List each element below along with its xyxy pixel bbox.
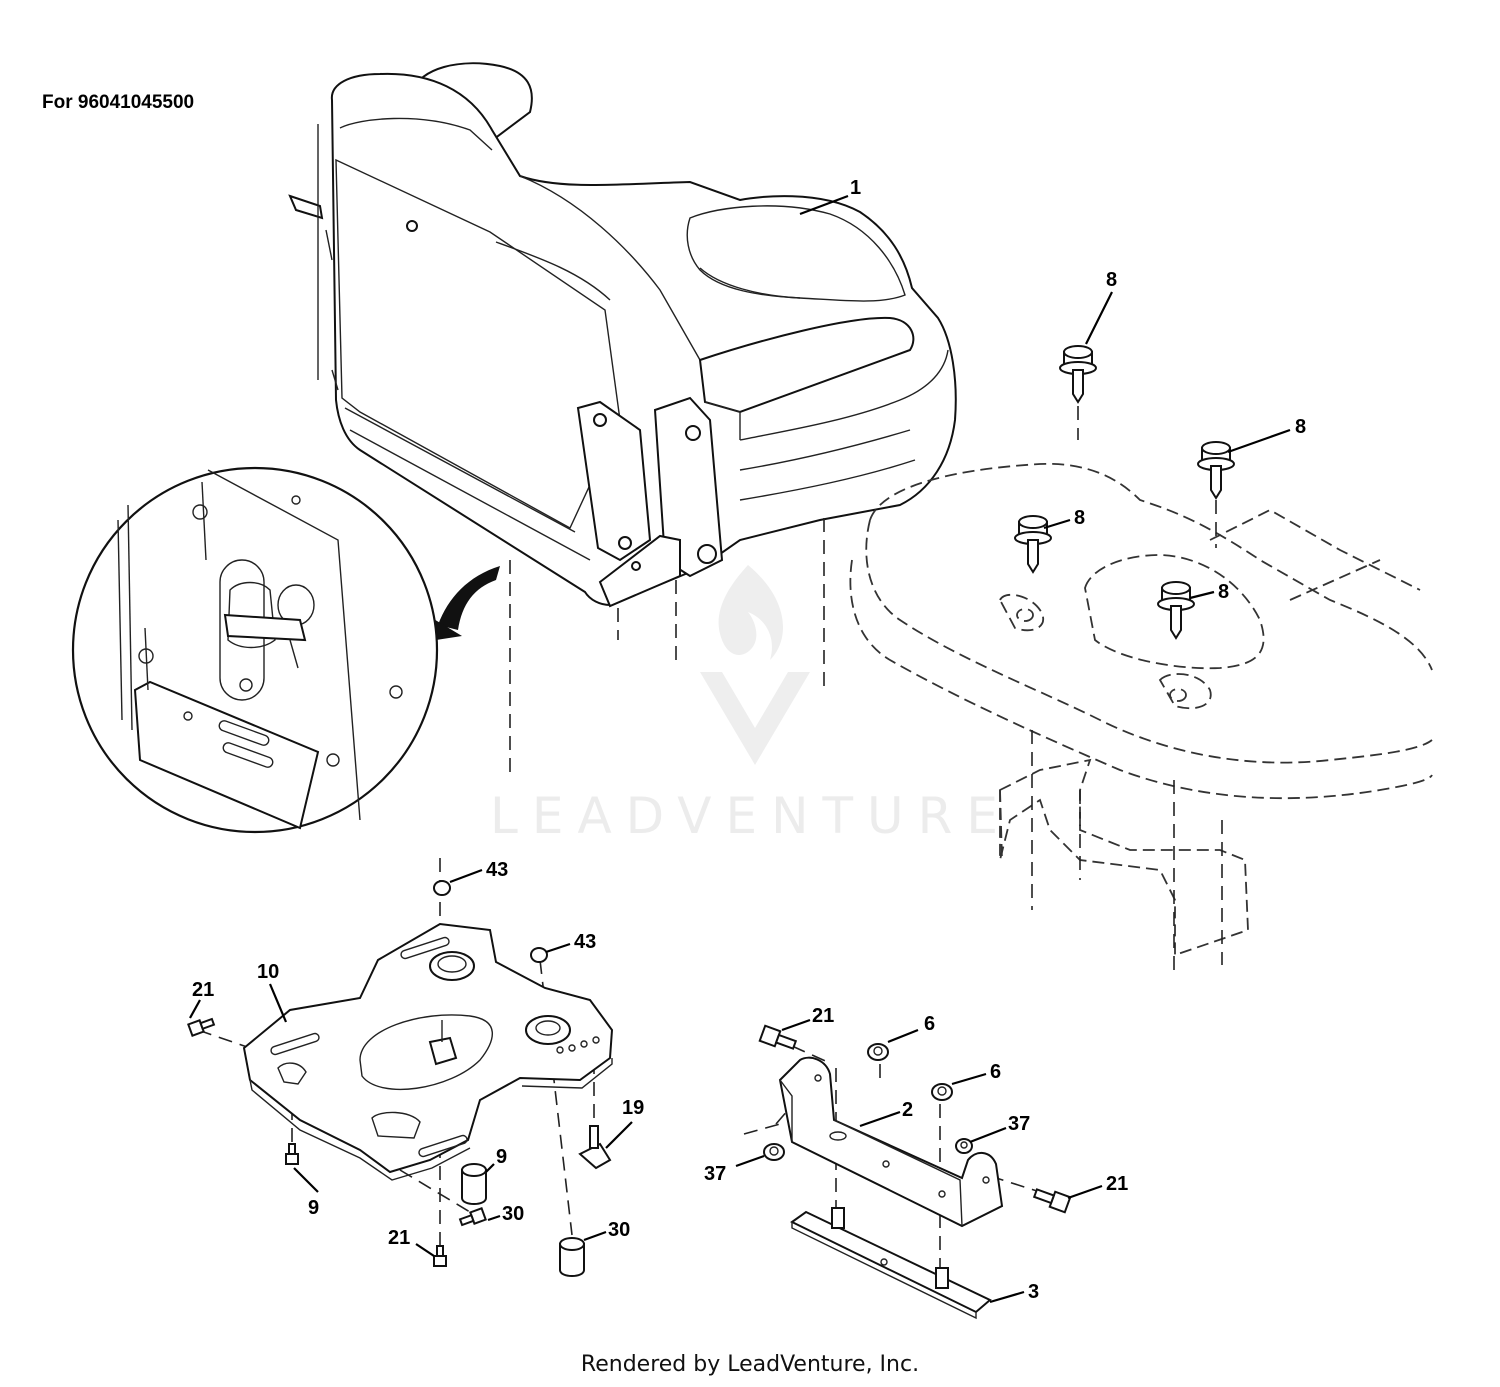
bracket-assembly (743, 1024, 1072, 1320)
detail-arrow-icon (438, 566, 500, 630)
callout-bolt-d: 8 (1218, 581, 1229, 603)
callout-plate: 3 (1028, 1281, 1039, 1303)
callout-bracket: 2 (902, 1099, 913, 1121)
bolt-icon-group (1014, 345, 1235, 640)
callout-leaders (189, 194, 1291, 1304)
callout-plug-b: 43 (574, 931, 596, 953)
detail-view (71, 466, 439, 834)
callout-bumper-b: 30 (608, 1219, 630, 1241)
callout-screw-b: 9 (308, 1197, 319, 1219)
callout-bolt-b: 8 (1295, 416, 1306, 438)
callout-screw-c: 30 (502, 1203, 524, 1225)
seat-pan-assembly (187, 858, 614, 1277)
callout-nut-d: 37 (704, 1163, 726, 1185)
callout-bumper-a: 9 (496, 1146, 507, 1168)
mower-frame-outline (849, 463, 1433, 975)
callout-bolt-c: 8 (1074, 507, 1085, 529)
callout-screw-f: 21 (1106, 1173, 1128, 1195)
callout-plug-a: 43 (486, 859, 508, 881)
callout-nut-c: 37 (1008, 1113, 1030, 1135)
watermark-text: LEADVENTURE (490, 787, 1012, 845)
callout-screw-d: 21 (388, 1227, 410, 1249)
watermark-logo (700, 565, 810, 765)
callout-seat: 1 (850, 177, 861, 199)
callout-seat-pan: 10 (257, 961, 279, 983)
callout-nut-b: 6 (990, 1061, 1001, 1083)
callout-knob: 19 (622, 1097, 644, 1119)
model-number-label: For 96041045500 (42, 92, 195, 113)
callout-nut-a: 6 (924, 1013, 935, 1035)
callout-screw-e: 21 (812, 1005, 834, 1027)
rendered-by-footer: Rendered by LeadVenture, Inc. (580, 1352, 920, 1377)
callout-bolt-a: 8 (1106, 269, 1117, 291)
callout-screw-a: 21 (192, 979, 214, 1001)
seat-assembly (288, 62, 957, 608)
